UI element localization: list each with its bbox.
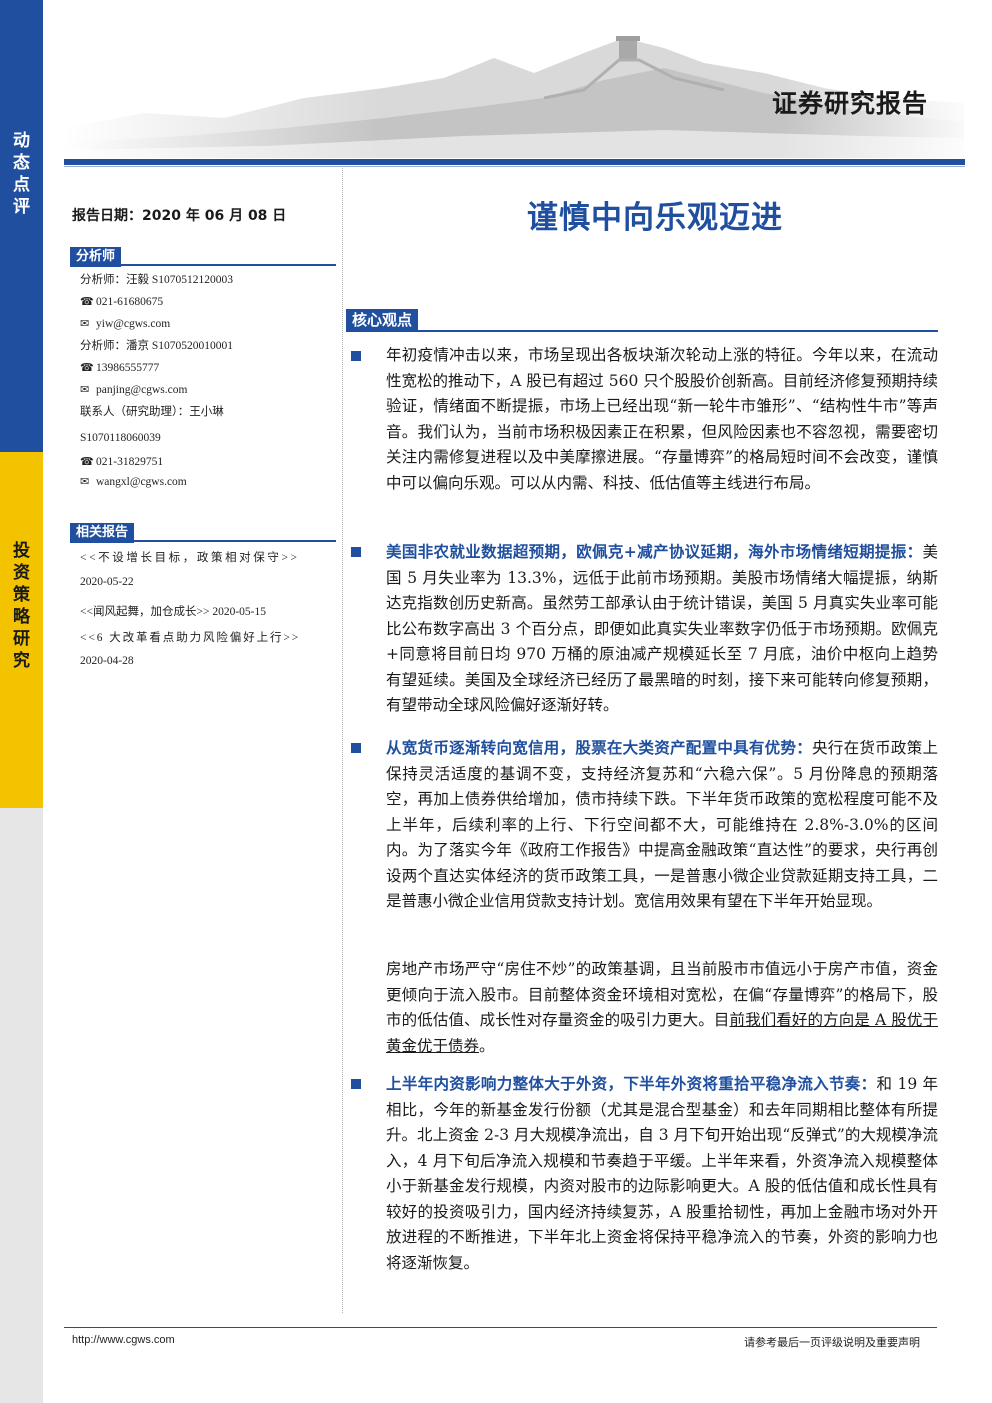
paragraph-real-estate: 房地产市场严守“房住不炒”的政策基调，且当前股市市值远小于房产市值，资金更倾向于… xyxy=(386,960,938,1055)
analyst-2-phone: ☎13986555777 xyxy=(80,357,159,379)
paragraph-credit-heading: 从宽货币逐渐转向宽信用，股票在大类资产配置中具有优势： xyxy=(386,738,813,757)
great-wall-banner-image xyxy=(64,18,964,158)
analyst-1-name: 分析师：汪毅 S1070512120003 xyxy=(80,274,234,286)
paragraph-us-jobs-heading: 美国非农就业数据超预期，欧佩克+减产协议延期，海外市场情绪短期提振： xyxy=(386,542,923,561)
mail-icon: ✉ xyxy=(80,384,90,396)
paragraph-credit: 从宽货币逐渐转向宽信用，股票在大类资产配置中具有优势：央行在货币政策上保持灵活适… xyxy=(386,738,938,910)
contact-phone: ☎021-31829751 xyxy=(80,451,163,473)
related-report-1-title[interactable]: <<不设增长目标，政策相对保守>> xyxy=(80,552,300,564)
related-reports-label: 相关报告 xyxy=(70,523,135,543)
mail-icon: ✉ xyxy=(80,476,90,488)
footer-line xyxy=(64,1327,937,1328)
sidebar-label-top: 动态点评 xyxy=(13,131,30,217)
bullet-square-icon xyxy=(351,547,361,557)
report-type-label: 证券研究报告 xyxy=(771,89,928,118)
related-report-3-date: 2020-04-28 xyxy=(80,655,134,667)
contact-id: S1070118060039 xyxy=(80,432,161,444)
report-title: 谨慎中向乐观迈进 xyxy=(527,200,783,236)
sidebar-label-bottom: 投资策略研究 xyxy=(13,541,30,671)
sidebar-strip-gray xyxy=(0,808,43,1403)
paragraph-capital-flows-heading: 上半年内资影响力整体大于外资，下半年外资将重拾平稳净流入节奏： xyxy=(386,1074,877,1093)
related-report-3-title[interactable]: <<6 大改革看点助力风险偏好上行>> xyxy=(80,632,301,644)
related-reports-header: 相关报告 xyxy=(70,521,336,543)
mail-icon: ✉ xyxy=(80,318,90,330)
paragraph-us-jobs: 美国非农就业数据超预期，欧佩克+减产协议延期，海外市场情绪短期提振：美国 5 月… xyxy=(386,542,938,714)
analyst-section-header: 分析师 xyxy=(70,245,336,267)
contact-email[interactable]: ✉wangxl@cgws.com xyxy=(80,471,187,493)
bullet-square-icon xyxy=(351,1079,361,1089)
paragraph-capital-flows: 上半年内资影响力整体大于外资，下半年外资将重拾平稳净流入节奏：和 19 年相比，… xyxy=(386,1074,938,1272)
sidebar-strip-blue xyxy=(0,0,43,452)
paragraph-summary: 年初疫情冲击以来，市场呈现出各板块渐次轮动上涨的特征。今年以来，在流动性宽松的推… xyxy=(386,346,938,492)
analyst-1-phone: ☎021-61680675 xyxy=(80,291,163,313)
related-report-2[interactable]: <<闻风起舞，加仓成长>> 2020-05-15 xyxy=(80,606,266,618)
core-view-label: 核心观点 xyxy=(346,309,419,331)
analyst-2-name: 分析师：潘京 S1070520010001 xyxy=(80,340,234,352)
phone-icon: ☎ xyxy=(80,362,94,374)
footer-disclaimer: 请参考最后一页评级说明及重要声明 xyxy=(744,1336,920,1349)
contact-name: 联系人（研究助理）：王小琳 xyxy=(80,406,224,418)
footer-website-link[interactable]: http://www.cgws.com xyxy=(72,1334,175,1346)
phone-icon: ☎ xyxy=(80,456,94,468)
header-bar xyxy=(64,159,965,165)
paragraph-real-estate-emphasis: 前我们看好的方向是 A 股优于黄金优于债券 xyxy=(386,1011,938,1055)
related-report-1-date: 2020-05-22 xyxy=(80,576,134,588)
analyst-section-label: 分析师 xyxy=(70,247,122,267)
sidebar-strip-yellow xyxy=(0,452,43,808)
analyst-1-email[interactable]: ✉yiw@cgws.com xyxy=(80,313,170,335)
core-view-header: 核心观点 xyxy=(346,309,938,332)
column-divider xyxy=(342,168,343,1313)
bullet-square-icon xyxy=(351,743,361,753)
header-thin-line xyxy=(64,166,965,167)
report-date: 报告日期：2020 年 06 月 08 日 xyxy=(72,208,287,224)
bullet-square-icon xyxy=(351,351,361,361)
phone-icon: ☎ xyxy=(80,296,94,308)
analyst-2-email[interactable]: ✉panjing@cgws.com xyxy=(80,379,187,401)
